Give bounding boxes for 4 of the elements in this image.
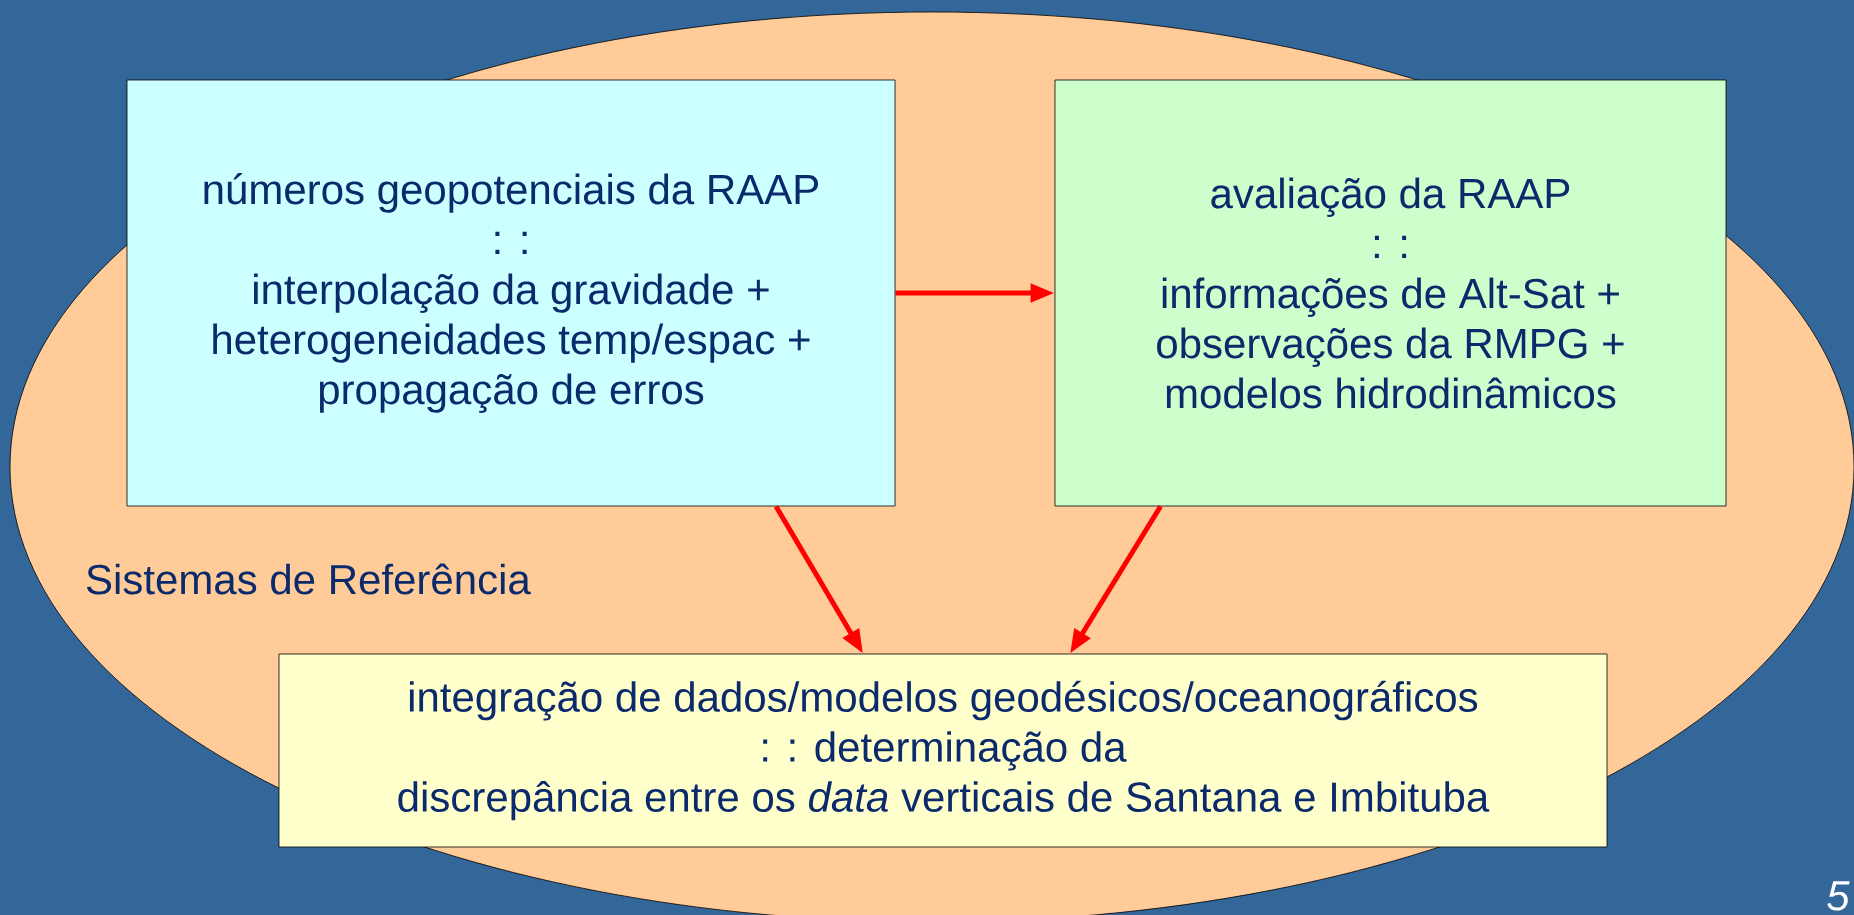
text-box: números geopotenciais da RAAP : : interpolação da gravidade + heterogeneidades temp/espac + propagação de erros	[126, 79, 896, 507]
page-number: 5	[1827, 881, 1850, 911]
text-box: integração de dados/modelos geodésicos/oceanográficos : : determinação da discrepância entre os data verticais de Santana e Imbituba	[278, 653, 1608, 848]
text-box: avaliação da RAAP : : informações de Alt-Sat + observações da RMPG + modelos hidrodinâmicos	[1054, 79, 1727, 507]
